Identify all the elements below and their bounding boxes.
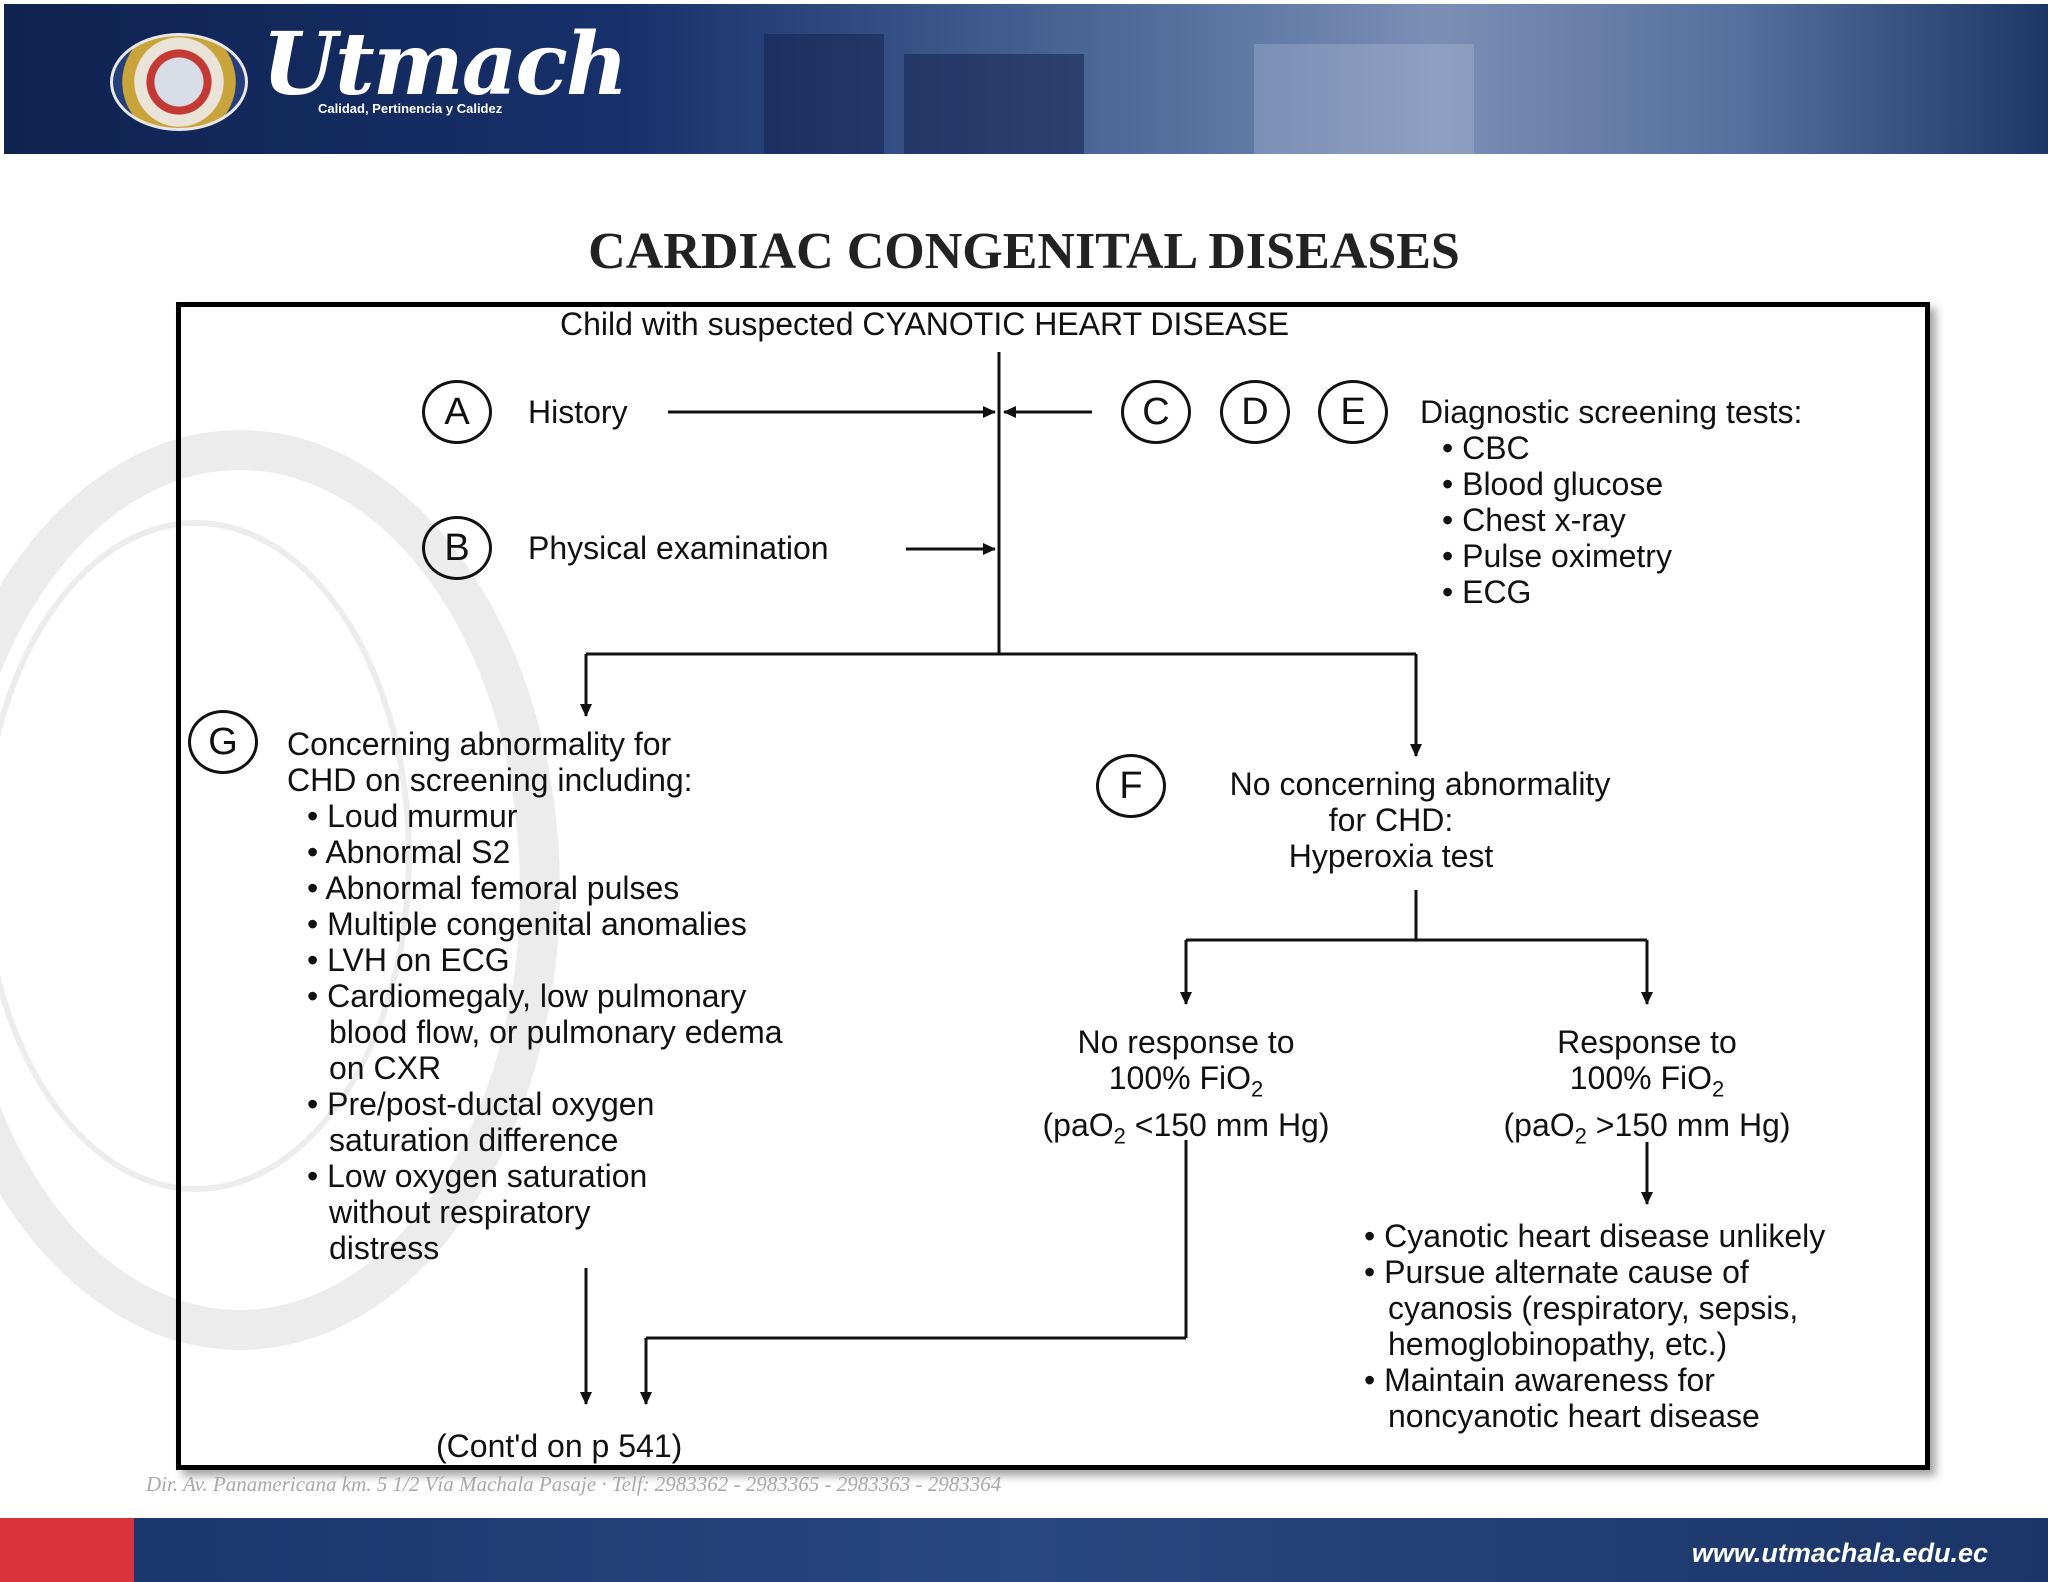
screening-title: Diagnostic screening tests: — [1420, 394, 1803, 430]
screening-tests-node: Diagnostic screening tests: • CBC • Bloo… — [1420, 394, 1802, 610]
footer-url: www.utmachala.edu.ec — [1691, 1538, 1988, 1568]
circle-label-a: A — [422, 380, 492, 444]
outcome-node: • Cyanotic heart disease unlikely • Purs… — [1364, 1218, 1825, 1434]
concerning-abnormality-node: Concerning abnormality for CHD on screen… — [287, 726, 783, 1266]
no-response-line: (paO2 <150 mm Hg) — [1042, 1107, 1330, 1149]
g-item: • Pre/post-ductal oxygen — [307, 1086, 655, 1122]
g-item: • Loud murmur — [307, 798, 518, 834]
no-response-line: No response to — [1077, 1024, 1295, 1060]
banner-building — [904, 54, 1084, 154]
no-concerning-abnormality-node: No concerning abnormality for CHD: Hyper… — [1180, 766, 1660, 874]
screening-item: • Pulse oximetry — [1442, 538, 1672, 574]
outcome-item: • Pursue alternate cause of — [1364, 1254, 1749, 1290]
banner-building — [764, 34, 884, 154]
physical-exam-node: Physical examination — [528, 530, 829, 566]
f-line: Hyperoxia test — [1288, 838, 1494, 874]
response-line: 100% FiO2 — [1569, 1060, 1725, 1102]
g-item: • Multiple congenital anomalies — [307, 906, 747, 942]
outcome-item: noncyanotic heart disease — [1388, 1398, 1760, 1434]
circle-label-d: D — [1220, 380, 1290, 444]
g-item: blood flow, or pulmonary edema — [329, 1014, 783, 1050]
circle-label-f: F — [1096, 754, 1166, 818]
no-response-line: 100% FiO2 — [1108, 1060, 1264, 1102]
university-seal-logo — [110, 33, 248, 131]
response-node: Response to 100% FiO2 (paO2 >150 mm Hg) — [1447, 1024, 1847, 1155]
brand-logo-text: Utmach — [262, 14, 628, 115]
g-item: without respiratory — [329, 1194, 591, 1230]
circle-label-e: E — [1318, 380, 1388, 444]
g-item: • Abnormal S2 — [307, 834, 511, 870]
screening-item: • CBC — [1442, 430, 1530, 466]
f-line: for CHD: — [1328, 802, 1454, 838]
no-response-node: No response to 100% FiO2 (paO2 <150 mm H… — [986, 1024, 1386, 1155]
screening-item: • ECG — [1442, 574, 1532, 610]
g-item: on CXR — [329, 1050, 442, 1086]
circle-label-c: C — [1121, 380, 1191, 444]
outcome-item: cyanosis (respiratory, sepsis, — [1388, 1290, 1799, 1326]
g-item: • Low oxygen saturation — [307, 1158, 648, 1194]
g-item: saturation difference — [329, 1122, 619, 1158]
outcome-item: • Cyanotic heart disease unlikely — [1364, 1218, 1826, 1254]
g-item: distress — [329, 1230, 440, 1266]
f-line: No concerning abnormality — [1229, 766, 1611, 802]
outcome-item: hemoglobinopathy, etc.) — [1388, 1326, 1728, 1362]
address-text: Dir. Av. Panamericana km. 5 1/2 Vía Mach… — [146, 1472, 1002, 1496]
slide-title: CARDIAC CONGENITAL DISEASES — [588, 223, 1460, 280]
header-banner — [4, 4, 2048, 154]
g-item: • Cardiomegaly, low pulmonary — [307, 978, 747, 1014]
footer-accent — [0, 1518, 134, 1582]
circle-label-b: B — [422, 516, 492, 580]
response-line: Response to — [1557, 1024, 1737, 1060]
outcome-item: • Maintain awareness for — [1364, 1362, 1715, 1398]
g-item: • LVH on ECG — [307, 942, 510, 978]
top-node: Child with suspected CYANOTIC HEART DISE… — [560, 306, 1290, 342]
continued-node: (Cont'd on p 541) — [436, 1428, 683, 1464]
response-line: (paO2 >150 mm Hg) — [1503, 1107, 1791, 1149]
g-item: • Abnormal femoral pulses — [307, 870, 680, 906]
screening-item: • Blood glucose — [1442, 466, 1664, 502]
g-line: Concerning abnormality for — [287, 726, 672, 762]
footer-bar — [0, 1518, 2048, 1582]
history-node: History — [528, 394, 628, 430]
banner-monument — [1254, 44, 1474, 154]
g-line: CHD on screening including: — [287, 762, 693, 798]
flowchart-frame — [176, 302, 1930, 1470]
screening-item: • Chest x-ray — [1442, 502, 1626, 538]
circle-label-g: G — [188, 710, 258, 774]
watermark-seal-inner — [0, 520, 412, 1192]
brand-tagline: Calidad, Pertinencia y Calidez — [318, 101, 503, 116]
